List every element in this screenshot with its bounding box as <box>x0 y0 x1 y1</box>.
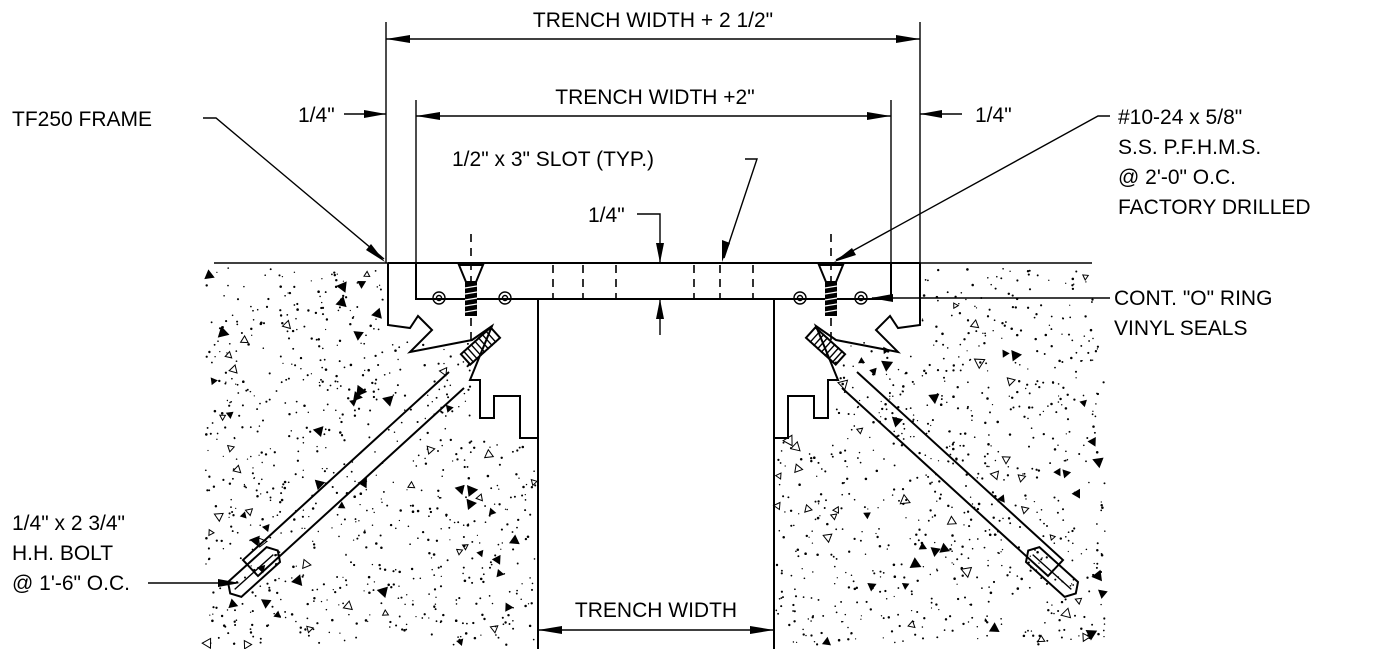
arrow-thickness-bottom <box>656 299 664 319</box>
arrow-frame <box>366 244 385 262</box>
svg-text:@ 2'-0" O.C.: @ 2'-0" O.C. <box>1118 166 1236 189</box>
label-slot: 1/2" x 3" SLOT (TYP.) <box>452 148 654 171</box>
bolt-right <box>804 325 1080 598</box>
arrow-trench-left <box>538 626 562 634</box>
grate-plate <box>415 262 892 300</box>
arrow-gap-right <box>920 110 942 118</box>
leader-frame <box>203 117 385 260</box>
concrete-right <box>772 267 1108 646</box>
label-screw: #10-24 x 5/8" S.S. P.F.H.M.S. @ 2'-0" O.… <box>1118 106 1311 219</box>
label-grate-width: TRENCH WIDTH +2" <box>555 86 754 109</box>
arrow-seal <box>871 294 893 302</box>
svg-text:1/4" x 2 3/4": 1/4" x 2 3/4" <box>12 512 125 535</box>
slot-lines <box>552 265 754 298</box>
arrow-slot <box>722 240 730 262</box>
arrow-trench-right <box>750 626 774 634</box>
frame-angle-left <box>387 263 538 439</box>
svg-text:H.H. BOLT: H.H. BOLT <box>12 542 113 565</box>
label-overall-width: TRENCH WIDTH + 2 1/2" <box>533 9 773 32</box>
arrow-bolt <box>218 579 240 587</box>
leader-thickness-top <box>637 213 661 263</box>
label-frame: TF250 FRAME <box>12 108 152 131</box>
label-thickness: 1/4" <box>588 204 625 227</box>
svg-text:VINYL SEALS: VINYL SEALS <box>1114 317 1247 340</box>
arrow-overall-left <box>386 35 410 43</box>
svg-text:#10-24 x 5/8": #10-24 x 5/8" <box>1118 106 1242 129</box>
arrow-gap-left <box>364 110 386 118</box>
arrow-screw <box>834 248 856 262</box>
screw-right <box>817 234 845 340</box>
concrete-left <box>201 267 538 649</box>
bolt-left <box>226 325 502 598</box>
label-bolt: 1/4" x 2 3/4" H.H. BOLT @ 1'-6" O.C. <box>12 512 130 595</box>
screw-left <box>457 234 485 340</box>
label-gap-right: 1/4" <box>975 104 1012 127</box>
leader-screw <box>835 115 1110 261</box>
arrow-grate-left <box>416 112 440 120</box>
label-seal: CONT. "O" RING VINYL SEALS <box>1114 287 1272 340</box>
arrow-grate-right <box>867 112 891 120</box>
frame-angle-right <box>774 263 921 439</box>
arrow-thickness-top <box>656 243 664 263</box>
label-gap-left: 1/4" <box>298 104 335 127</box>
svg-text:@ 1'-6" O.C.: @ 1'-6" O.C. <box>12 572 130 595</box>
svg-text:FACTORY DRILLED: FACTORY DRILLED <box>1118 196 1311 219</box>
o-ring-seals <box>432 291 868 305</box>
label-trench-width: TRENCH WIDTH <box>575 599 737 622</box>
arrow-overall-right <box>896 35 920 43</box>
svg-text:CONT. "O" RING: CONT. "O" RING <box>1114 287 1272 310</box>
leader-slot <box>723 158 758 259</box>
svg-text:S.S. P.F.H.M.S.: S.S. P.F.H.M.S. <box>1118 136 1261 159</box>
